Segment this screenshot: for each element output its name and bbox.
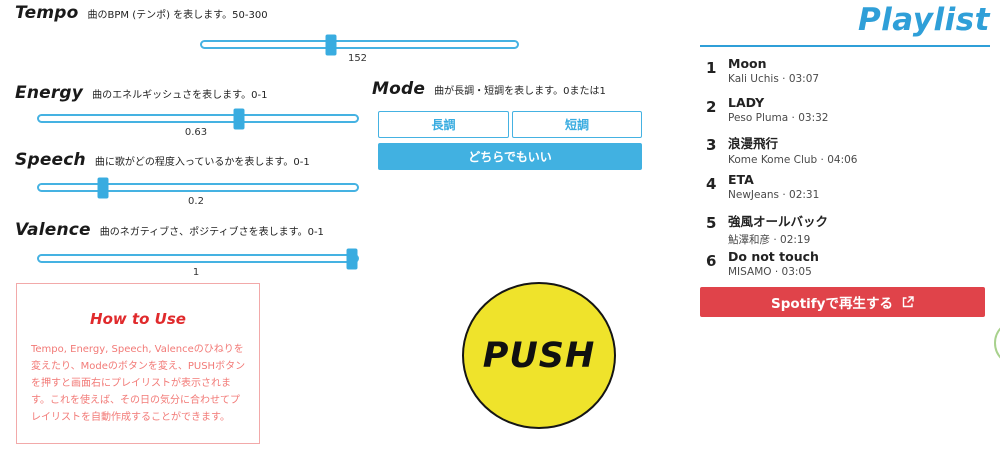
mode-section-heading: Mode 曲が長調・短調を表します。0または1 — [372, 79, 606, 99]
playlist-track-row[interactable]: 6 Do not touch MISAMO · 03:05 — [700, 249, 990, 288]
track-title: 強風オールバック — [728, 213, 829, 229]
tempo-section-heading: Tempo 曲のBPM (テンポ) を表します。50-300 — [15, 3, 268, 23]
energy-section-heading: Energy 曲のエネルギッシュさを表します。0-1 — [15, 83, 267, 103]
speech-section-heading: Speech 曲に歌がどの程度入っているかを表します。0-1 — [15, 150, 310, 170]
speech-slider-thumb[interactable] — [97, 177, 109, 198]
energy-value: 0.63 — [184, 127, 208, 138]
track-title: Do not touch — [728, 249, 819, 265]
tempo-value: 152 — [347, 53, 368, 64]
valence-slider[interactable] — [37, 248, 359, 269]
energy-slider[interactable] — [37, 108, 359, 129]
how-to-use-box: How to Use Tempo, Energy, Speech, Valenc… — [16, 283, 260, 444]
mode-description: 曲が長調・短調を表します。0または1 — [434, 86, 606, 97]
energy-description: 曲のエネルギッシュさを表します。0-1 — [92, 90, 268, 101]
valence-description: 曲のネガティブさ、ポジティブさを表します。0-1 — [99, 227, 324, 238]
spotify-play-label: Spotifyで再生する — [771, 296, 893, 312]
track-title: 浪漫飛行 — [728, 136, 779, 152]
track-number: 4 — [706, 175, 717, 194]
how-to-use-title: How to Use — [90, 310, 186, 328]
tempo-slider-thumb[interactable] — [325, 34, 337, 55]
valence-label: Valence — [15, 220, 91, 240]
playlist-track-row[interactable]: 4 ETA NewJeans · 02:31 — [700, 172, 990, 211]
playlist-track-row[interactable]: 2 LADY Peso Pluma · 03:32 — [700, 95, 990, 134]
energy-slider-thumb[interactable] — [233, 108, 245, 129]
track-title: Moon — [728, 56, 767, 71]
mode-minor-button[interactable]: 短調 — [512, 111, 642, 138]
speech-value: 0.2 — [188, 196, 204, 207]
speech-label: Speech — [15, 150, 86, 170]
energy-label: Energy — [15, 83, 84, 103]
playlist-track-row[interactable]: 5 強風オールバック 鮎澤和彦 · 02:19 — [700, 211, 990, 250]
speech-description: 曲に歌がどの程度入っているかを表します。0-1 — [94, 157, 310, 168]
playlist-title: Playlist — [857, 2, 990, 38]
track-meta: Kome Kome Club · 04:06 — [728, 154, 858, 167]
tempo-description: 曲のBPM (テンポ) を表します。50-300 — [87, 10, 268, 21]
valence-slider-thumb[interactable] — [346, 248, 358, 269]
tempo-label: Tempo — [15, 3, 79, 23]
mode-either-button[interactable]: どちらでもいい — [378, 143, 642, 170]
track-title: ETA — [728, 172, 754, 188]
playlist-panel: Playlist — [700, 0, 990, 47]
mode-label: Mode — [372, 79, 426, 99]
track-number: 3 — [706, 136, 717, 155]
valence-section-heading: Valence 曲のネガティブさ、ポジティブさを表します。0-1 — [15, 220, 324, 240]
track-number: 1 — [706, 59, 717, 77]
track-meta: MISAMO · 03:05 — [728, 266, 812, 279]
spotify-play-button[interactable]: Spotifyで再生する — [700, 287, 985, 317]
track-meta: Peso Pluma · 03:32 — [728, 111, 829, 124]
push-button[interactable]: PUSH — [462, 282, 616, 429]
track-number: 6 — [706, 252, 717, 271]
feedback-widget-circle[interactable] — [994, 320, 1000, 366]
track-number: 5 — [706, 213, 717, 232]
track-meta: 鮎澤和彦 · 02:19 — [728, 233, 811, 246]
speech-slider[interactable] — [37, 177, 359, 198]
valence-value: 1 — [192, 267, 200, 278]
mode-major-button[interactable]: 長調 — [378, 111, 509, 138]
track-number: 2 — [706, 97, 717, 116]
track-meta: NewJeans · 02:31 — [728, 189, 820, 202]
playlist-divider — [700, 45, 990, 47]
external-link-icon — [902, 296, 914, 308]
playlist-track-row[interactable]: 3 浪漫飛行 Kome Kome Club · 04:06 — [700, 133, 990, 172]
tempo-slider[interactable] — [200, 34, 519, 55]
track-title: LADY — [728, 94, 765, 110]
playlist-track-list: 1 Moon Kali Uchis · 03:07 2 LADY Peso Pl… — [700, 56, 990, 288]
playlist-track-row[interactable]: 1 Moon Kali Uchis · 03:07 — [700, 56, 990, 95]
track-meta: Kali Uchis · 03:07 — [728, 73, 820, 85]
how-to-use-body: Tempo, Energy, Speech, Valenceのひねりを変えたり、… — [31, 344, 246, 423]
